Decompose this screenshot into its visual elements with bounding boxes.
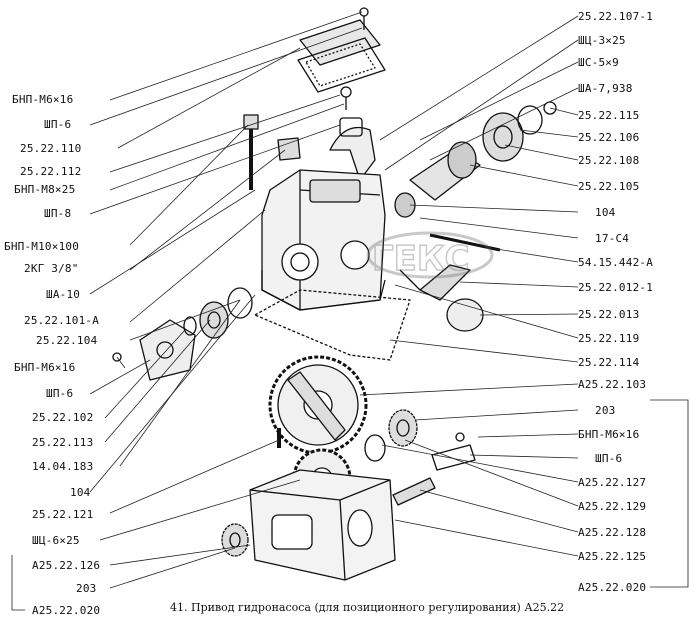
callout-label-left: 25.22.112 [20, 165, 82, 178]
callout-label-left: 25.22.102 [32, 411, 94, 424]
callout-label-right: 25.22.119 [578, 332, 640, 345]
callout-label-left: 25.22.110 [20, 142, 82, 155]
callout-label-left: БНП-М6×16 [12, 93, 74, 106]
callout-label-left: 104 [70, 486, 91, 499]
figure-caption: 41. Привод гидронасоса (для позиционного… [170, 601, 565, 614]
callout-label-right: А25.22.020 [578, 581, 647, 594]
linkage-part [399, 233, 501, 332]
callout-label-left: БНП-М6×16 [14, 361, 76, 374]
callout-label-left: 25.22.113 [32, 436, 94, 449]
callout-label-right: А25.22.129 [578, 500, 647, 513]
bearing-cover-part [112, 287, 253, 381]
callout-label-left: 203 [76, 582, 97, 595]
large-gear-part [268, 355, 368, 455]
callout-label-left: ШП-8 [44, 207, 72, 220]
callout-label-left: ШЦ-6×25 [32, 534, 80, 547]
callout-label-right: ШЦ-3×25 [578, 34, 626, 47]
watermark-text: ГЕКС [372, 239, 470, 279]
callout-label-right: 25.22.114 [578, 356, 640, 369]
leader-lines-right [359, 15, 689, 588]
callout-label-left: ША-10 [46, 288, 81, 301]
callout-label-right: 203 [595, 404, 616, 417]
callout-label-right: 25.22.013 [578, 308, 640, 321]
lower-bracket-part [221, 448, 396, 581]
callout-label-right: 25.22.115 [578, 109, 640, 122]
callout-label-left: БНП-М10×100 [4, 240, 80, 253]
callout-label-left: 25.22.101-А [24, 314, 100, 327]
callout-label-left: 2КГ 3/8" [24, 262, 79, 275]
callout-label-right: ШП-6 [595, 452, 623, 465]
top-cover-part [297, 7, 386, 110]
callout-label-right: БНП-М6×16 [578, 428, 640, 441]
callout-label-right: А25.22.127 [578, 476, 647, 489]
callout-label-right: 25.22.012-1 [578, 281, 654, 294]
leader-lines-left [11, 11, 363, 611]
callout-label-right: А25.22.128 [578, 526, 647, 539]
callout-label-left: 14.04.183 [32, 460, 94, 473]
callout-label-left: ШП-6 [46, 387, 74, 400]
watermark-logo: ГЕКС [366, 231, 494, 280]
callout-label-right: ША-7,938 [578, 82, 633, 95]
fork-lever-part [329, 117, 376, 181]
callout-label-right: А25.22.125 [578, 550, 647, 563]
callout-label-left: БНП-М8×25 [14, 183, 76, 196]
callout-label-right: 104 [595, 206, 616, 219]
main-housing-part [261, 169, 386, 311]
callout-label-right: А25.22.103 [578, 378, 647, 391]
callout-label-left: А25.22.126 [32, 559, 101, 572]
plug-part [277, 137, 301, 161]
callout-label-right: 54.15.442-А [578, 256, 654, 269]
callout-label-right: 25.22.108 [578, 154, 640, 167]
callout-label-left: ШП-6 [44, 118, 72, 131]
housing-gasket-part [254, 289, 411, 361]
callout-label-right: ШС-5×9 [578, 56, 619, 69]
small-gear-parts [277, 409, 476, 506]
callout-label-right: 25.22.105 [578, 180, 640, 193]
callout-label-right: 25.22.107-1 [578, 10, 654, 23]
callout-label-left: А25.22.020 [32, 604, 101, 617]
callout-label-left: 25.22.121 [32, 508, 94, 521]
callout-label-right: 25.22.106 [578, 131, 640, 144]
callout-label-right: 17-С4 [595, 232, 630, 245]
shaft-assembly-part [394, 101, 557, 218]
callout-label-left: 25.22.104 [36, 334, 98, 347]
